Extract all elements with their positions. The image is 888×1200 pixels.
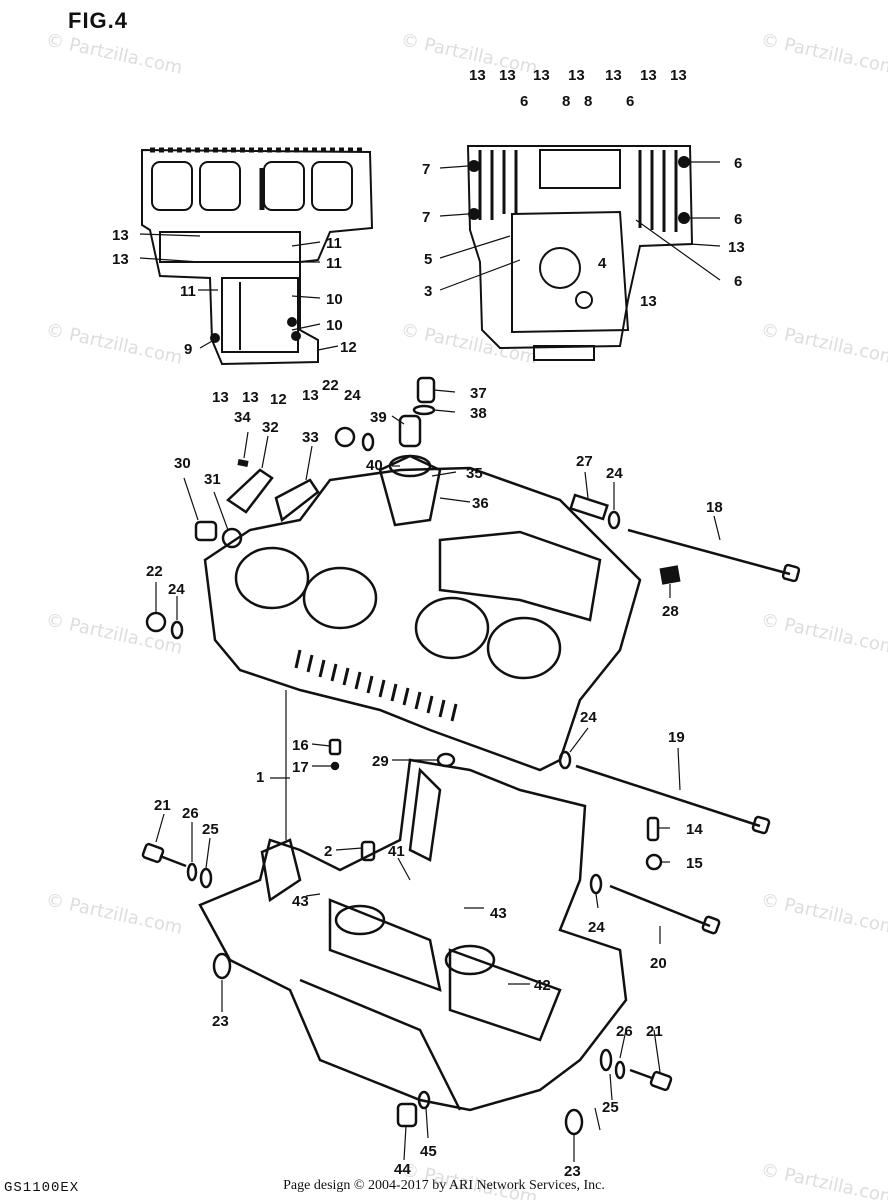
watermark-text: © Partzilla.com (759, 29, 888, 78)
callout-4: 4 (598, 255, 607, 272)
callout-13: 13 (112, 227, 129, 244)
model-code: GS1100EX (4, 1180, 80, 1196)
callout-24: 24 (588, 919, 605, 936)
callout-13: 13 (212, 389, 229, 406)
callout-44: 44 (394, 1161, 411, 1178)
callout-13: 13 (242, 389, 259, 406)
lower-crankcase-drawing (198, 758, 628, 1112)
callout-12: 12 (270, 391, 287, 408)
callout-31: 31 (204, 471, 221, 488)
callout-13: 13 (533, 67, 550, 84)
callout-5: 5 (424, 251, 432, 268)
callout-13: 13 (112, 251, 129, 268)
callout-7: 7 (422, 209, 430, 226)
callout-9: 9 (184, 341, 192, 358)
watermark-text: © Partzilla.com (759, 609, 888, 658)
copyright-footer: Page design © 2004-2017 by ARI Network S… (283, 1178, 605, 1193)
callout-6: 6 (734, 273, 742, 290)
callout-11: 11 (326, 255, 342, 272)
callout-13: 13 (670, 67, 687, 84)
callout-43: 43 (292, 893, 309, 910)
callout-11: 11 (326, 235, 342, 252)
callout-13: 13 (302, 387, 319, 404)
callout-33: 33 (302, 429, 319, 446)
callout-24: 24 (580, 709, 597, 726)
callout-15: 15 (686, 855, 703, 872)
callout-22: 22 (146, 563, 163, 580)
leader-lines (139, 161, 721, 1162)
watermark-text: © Partzilla.com (44, 319, 184, 368)
crankcase-top-view-drawing (466, 145, 694, 361)
watermark-text: © Partzilla.com (399, 319, 539, 368)
callout-7: 7 (422, 161, 430, 178)
callout-6: 6 (520, 93, 528, 110)
callout-12: 12 (340, 339, 357, 356)
upper-crankcase-drawing (203, 454, 642, 772)
callout-24: 24 (168, 581, 185, 598)
callout-6: 6 (734, 211, 742, 228)
watermark-text: © Partzilla.com (44, 29, 184, 78)
watermark-text: © Partzilla.com (759, 889, 888, 938)
callout-6: 6 (734, 155, 742, 172)
callout-32: 32 (262, 419, 279, 436)
callout-13: 13 (499, 67, 516, 84)
callout-29: 29 (372, 753, 389, 770)
callout-21: 21 (646, 1023, 663, 1040)
callout-22: 22 (322, 377, 339, 394)
callout-16: 16 (292, 737, 309, 754)
callout-35: 35 (466, 465, 483, 482)
watermark-text: © Partzilla.com (759, 319, 888, 368)
callout-36: 36 (472, 495, 489, 512)
callout-21: 21 (154, 797, 171, 814)
callout-38: 38 (470, 405, 487, 422)
figure-title: FIG.4 (68, 8, 129, 33)
callout-10: 10 (326, 291, 343, 308)
callout-43: 43 (490, 905, 507, 922)
callout-19: 19 (668, 729, 685, 746)
callout-25: 25 (202, 821, 219, 838)
callout-45: 45 (420, 1143, 437, 1160)
watermark-text: © Partzilla.com (44, 889, 184, 938)
callout-26: 26 (616, 1023, 633, 1040)
callout-13: 13 (469, 67, 486, 84)
callout-11: 11 (180, 283, 196, 300)
callout-2: 2 (324, 843, 332, 860)
callout-25: 25 (602, 1099, 619, 1116)
callout-23: 23 (212, 1013, 229, 1030)
watermark-layer: © Partzilla.com © Partzilla.com © Partzill… (44, 29, 888, 1200)
callout-14: 14 (686, 821, 703, 838)
callout-10: 10 (326, 317, 343, 334)
callout-8: 8 (562, 93, 570, 110)
callout-39: 39 (370, 409, 387, 426)
callout-13: 13 (640, 67, 657, 84)
callout-34: 34 (234, 409, 251, 426)
callout-1: 1 (256, 769, 264, 786)
callout-27: 27 (576, 453, 593, 470)
callout-41: 41 (388, 843, 405, 860)
callout-18: 18 (706, 499, 723, 516)
callout-20: 20 (650, 955, 667, 972)
callout-40: 40 (366, 457, 383, 474)
callout-24: 24 (606, 465, 623, 482)
callout-8: 8 (584, 93, 592, 110)
callout-13: 13 (605, 67, 622, 84)
callout-6: 6 (626, 93, 634, 110)
fastener-parts-drawing (141, 376, 801, 1136)
callout-23: 23 (564, 1163, 581, 1180)
callout-13: 13 (640, 293, 657, 310)
callout-13: 13 (728, 239, 745, 256)
callout-3: 3 (424, 283, 432, 300)
callout-24: 24 (344, 387, 361, 404)
callout-28: 28 (662, 603, 679, 620)
callout-17: 17 (292, 759, 309, 776)
callout-26: 26 (182, 805, 199, 822)
callout-30: 30 (174, 455, 191, 472)
callout-42: 42 (534, 977, 551, 994)
callout-labels: 13 13 13 13 13 13 13 6 8 8 6 7 7 5 3 4 6… (112, 67, 745, 1180)
callout-13: 13 (568, 67, 585, 84)
callout-37: 37 (470, 385, 487, 402)
